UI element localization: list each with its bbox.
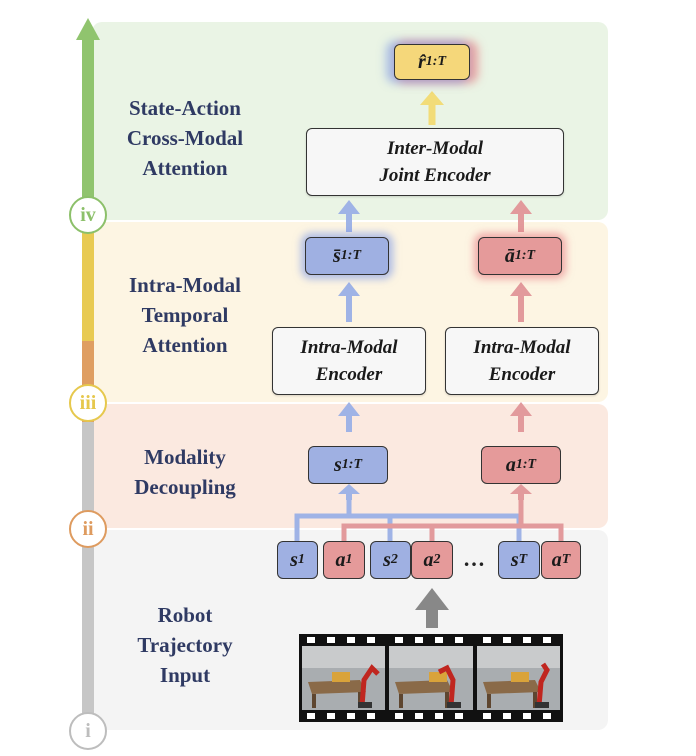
reward-output-token: r̂1:T <box>394 44 470 80</box>
stage-marker-i: i <box>69 712 107 750</box>
token-ellipsis: … <box>463 546 485 571</box>
stage-marker-ii: ii <box>69 510 107 548</box>
robot-trajectory-film-strip <box>299 634 563 722</box>
stage-marker-iv: iv <box>69 196 107 234</box>
stage-marker-iii: iii <box>69 384 107 422</box>
encoded-state-sequence: s̄1:T <box>305 237 389 275</box>
